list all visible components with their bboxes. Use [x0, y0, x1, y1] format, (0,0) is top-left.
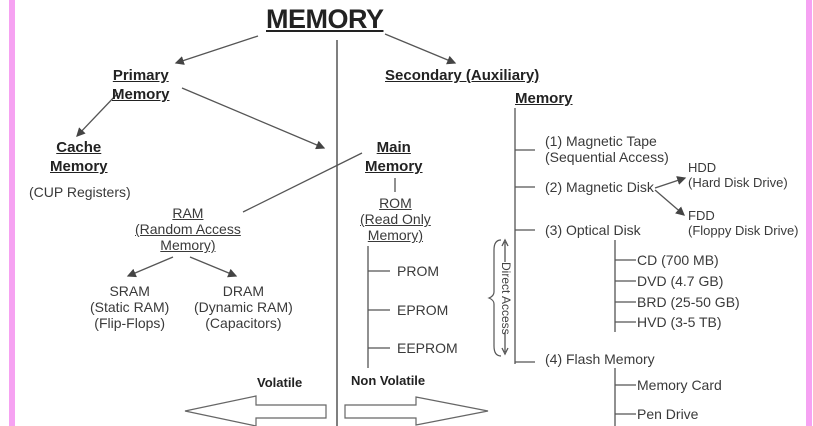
- arrow-ram-dram: [189, 256, 238, 278]
- volatile-label: Volatile: [257, 375, 303, 390]
- right-frame-border: [806, 0, 812, 426]
- cache-note: (CUP Registers): [29, 184, 131, 200]
- left-frame-border: [9, 0, 15, 426]
- rom-type-eprom: EPROM: [397, 302, 449, 318]
- arrow-primary-main: [181, 87, 326, 150]
- dram-node: DRAM (Dynamic RAM) (Capacitors): [194, 283, 293, 332]
- rom-type-eeprom: EEPROM: [397, 340, 458, 356]
- sram-node: SRAM (Static RAM) (Flip-Flops): [90, 283, 170, 332]
- optical-item-dvd: DVD (4.7 GB): [637, 273, 724, 289]
- volatile-arrow: [184, 395, 327, 426]
- non-volatile-label: Non Volatile: [351, 373, 426, 388]
- secondary-memory-label-2: Memory: [515, 90, 573, 107]
- cache-memory-node: Cache Memory: [50, 139, 108, 176]
- ram-node: RAM (Random Access Memory): [135, 205, 241, 254]
- flash-item-memory-card: Memory Card: [637, 377, 722, 393]
- diagram-title: MEMORY: [266, 4, 384, 34]
- secondary-memory-label: Secondary (Auxiliary): [385, 67, 540, 84]
- rom-node: ROM (Read Only Memory): [360, 195, 431, 244]
- arrow-memory-primary: [174, 35, 259, 65]
- arrow-disk-fdd: [654, 189, 685, 216]
- arrow-disk-hdd: [654, 176, 687, 189]
- optical-item-hvd: HVD (3-5 TB): [637, 314, 722, 330]
- optical-disk-node: (3) Optical Disk: [545, 222, 641, 238]
- hdd-node: HDD (Hard Disk Drive): [688, 160, 788, 190]
- main-memory-node: Main Memory: [365, 139, 423, 176]
- arrow-ram-sram: [126, 256, 174, 278]
- magnetic-disk-node: (2) Magnetic Disk: [545, 179, 654, 195]
- flash-memory-node: (4) Flash Memory: [545, 351, 655, 367]
- fdd-node: FDD (Floppy Disk Drive): [688, 208, 799, 238]
- direct-access-brace: [487, 239, 502, 357]
- optical-item-cd: CD (700 MB): [637, 252, 719, 268]
- line-ram-main: [242, 152, 363, 213]
- optical-item-brd: BRD (25-50 GB): [637, 294, 740, 310]
- direct-access-label: Direct Access: [498, 262, 513, 335]
- arrow-primary-cache: [76, 92, 119, 137]
- magnetic-tape-node: (1) Magnetic Tape (Sequential Access): [545, 133, 669, 166]
- non-volatile-arrow: [344, 396, 489, 426]
- flash-item-pen-drive: Pen Drive: [637, 406, 699, 422]
- arrow-memory-secondary: [384, 33, 457, 65]
- rom-type-prom: PROM: [397, 263, 439, 279]
- primary-memory-node: Primary Memory: [112, 67, 170, 104]
